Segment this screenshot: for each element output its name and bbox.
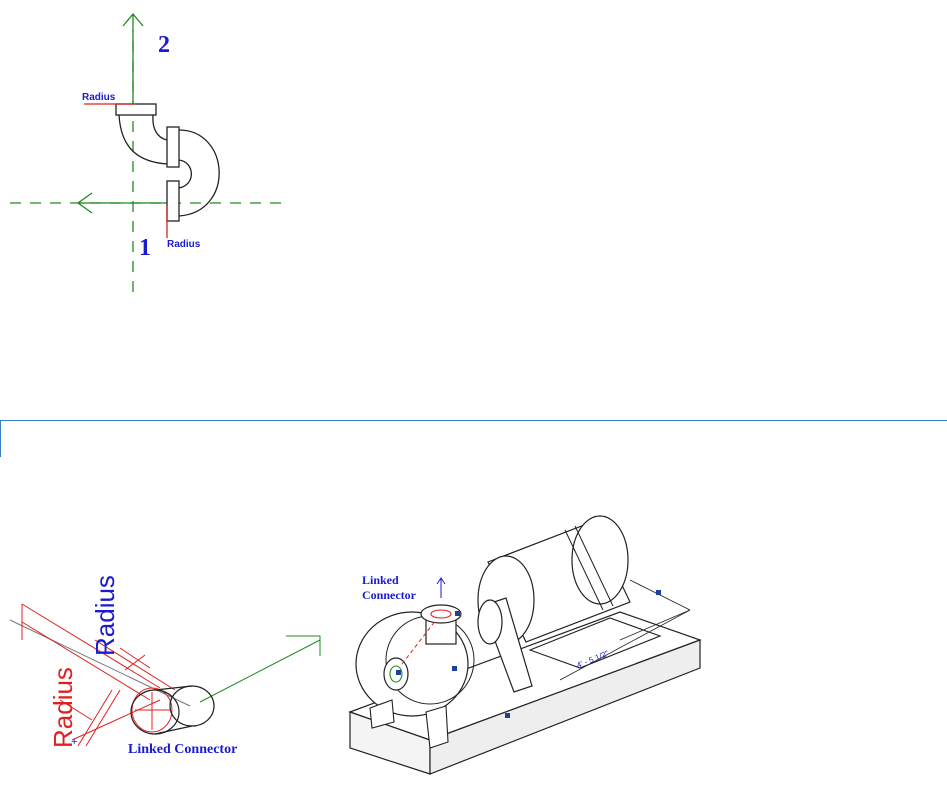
dimension-ext-2: [619, 609, 691, 641]
connector-1-arrowhead: [76, 192, 93, 214]
discharge-flange: [420, 604, 462, 624]
linked-connector-label-left: Linked Connector: [128, 742, 237, 757]
u-bend-outer: [178, 129, 220, 217]
bottom-diagrams-svg: + Radius Radius Linked Connector: [9, 515, 702, 775]
motor-end-cap-back: [571, 515, 629, 605]
base-plate-side: [429, 639, 701, 775]
connector-1-label: 1: [139, 235, 151, 261]
bottom-diagrams: + Radius Radius Linked Connector: [0, 456, 947, 780]
red-guide-3: [94, 639, 176, 691]
isometric-connector-diagram: + Radius Radius Linked Connector: [9, 575, 321, 757]
red-fitting-ellipse: [131, 687, 173, 733]
pump-assembly-diagram: 4' - 5 1/2" Linked Connector: [348, 515, 702, 775]
pump-foot-left: [369, 699, 395, 729]
discharge-flange-inner: [430, 609, 452, 619]
motor-band-2: [574, 525, 614, 607]
top-radius-label: Radius: [82, 92, 116, 103]
fitting-body-ellipse-2: [169, 685, 215, 727]
dimension-line: [559, 609, 691, 681]
linked-connector-label-right-line2: Connector: [362, 588, 417, 602]
radius-label-red: Radius: [48, 667, 78, 748]
red-guide-6: [59, 699, 93, 721]
connector-flow-arrowhead: [436, 577, 446, 585]
connector-2-label: 2: [158, 32, 170, 58]
radius-label-blue: Radius: [90, 575, 120, 656]
grip-handle-1[interactable]: [656, 590, 661, 595]
fitting-body-bottom: [154, 725, 193, 735]
pipe-centerline: [9, 619, 191, 707]
lower-flange: [166, 180, 180, 222]
red-guide-1: [21, 603, 161, 689]
grip-handle-4[interactable]: [455, 611, 460, 616]
green-outlet-line: [199, 639, 321, 703]
connector-2-arrowhead: [122, 12, 144, 27]
red-guide-2: [21, 621, 151, 701]
bottom-radius-label: Radius: [167, 239, 201, 250]
red-guide-5: [124, 654, 146, 671]
red-diagonal-3: [71, 699, 161, 741]
coupling: [477, 599, 503, 645]
top-flange: [115, 103, 157, 116]
motor-platform: [528, 617, 662, 669]
suction-flange-inner: [389, 665, 403, 683]
linked-connector-label-right-line1: Linked: [362, 573, 399, 587]
pump-foot-right: [425, 705, 449, 749]
green-outlet-marker: [286, 635, 321, 656]
elbow-elevation-diagram: Radius Radius 2 1: [10, 12, 282, 292]
fitting-body-top: [154, 685, 193, 691]
grip-handle-2[interactable]: [505, 713, 510, 718]
section-divider: [0, 420, 947, 457]
u-bend-inner: [178, 159, 193, 189]
upper-elbow-body: [118, 114, 168, 165]
middle-flange: [166, 126, 180, 168]
motor-band-1: [564, 529, 604, 611]
connector-plus-marker: +: [71, 736, 77, 748]
red-guide-4: [119, 647, 151, 669]
grip-handle-5[interactable]: [396, 670, 401, 675]
red-diagonal-2: [85, 689, 121, 747]
red-diagonal-1: [77, 689, 113, 747]
elbow-elevation-svg: Radius Radius 2 1: [10, 12, 282, 292]
connector-link-dashed: [401, 619, 437, 665]
upper-elbow-inner: [152, 114, 168, 141]
grip-handle-3[interactable]: [452, 666, 457, 671]
